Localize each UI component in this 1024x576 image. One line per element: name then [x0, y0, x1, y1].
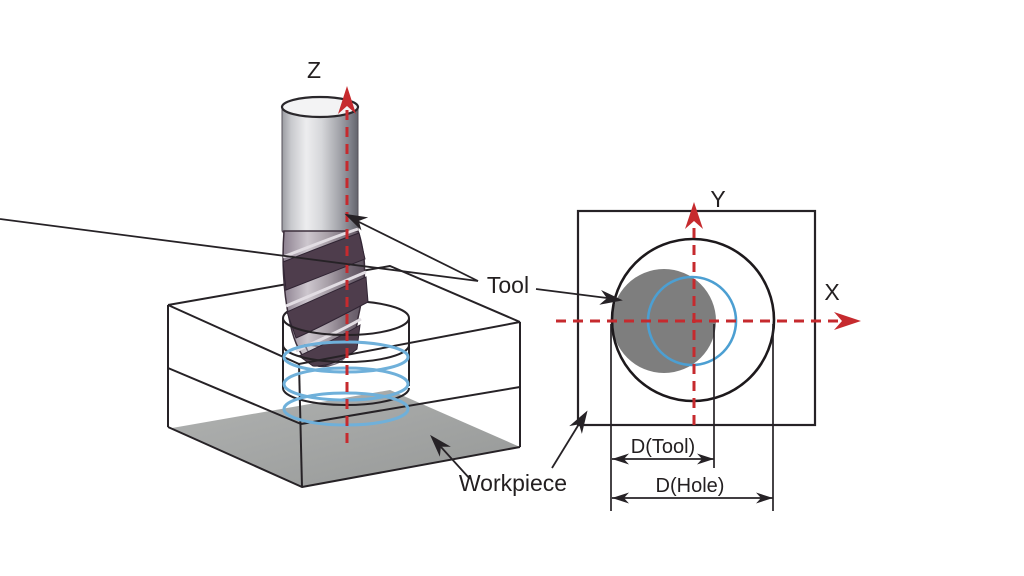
tool-leader-left-line [352, 218, 479, 282]
xy-axes [556, 202, 861, 427]
flute-band-2 [286, 276, 369, 339]
y-axis-arrowhead [685, 202, 703, 229]
workpiece-label: Workpiece [459, 470, 567, 496]
tool-leader-left [0, 218, 479, 282]
workpiece-box-wireframe [167, 265, 521, 488]
flute-highlight-1 [282, 227, 359, 259]
d-hole-dimension [612, 492, 773, 504]
tool-label: Tool [487, 272, 529, 298]
workpiece-leader-right-line [551, 423, 580, 469]
extension-lines [610, 324, 774, 511]
box-bottom-edges [167, 426, 521, 488]
end-mill-tool [280, 95, 369, 368]
hole-mid-arc [282, 344, 410, 363]
d-tool-arrowhead-right [697, 453, 714, 465]
d-tool-arrowhead-left [612, 453, 629, 465]
z-axis-label: Z [307, 57, 321, 83]
box-mid-depth-lines [167, 367, 521, 425]
d-hole-arrowhead-left [612, 492, 629, 504]
d-hole-arrowhead-right [756, 492, 773, 504]
tool-leader-right-line [535, 288, 608, 299]
z-axis-arrowhead [338, 86, 356, 114]
leader-lines [0, 213, 623, 480]
y-axis-label: Y [710, 186, 725, 212]
d-hole-label: D(Hole) [656, 475, 725, 497]
workpiece-leader-left-arrowhead [430, 434, 451, 457]
flute-highlight-2 [285, 270, 367, 308]
tool-leader-left-arrowhead [344, 213, 369, 231]
box-front-vertical-edge [298, 363, 303, 488]
x-axis-arrowhead [834, 312, 861, 330]
workpiece-leader-left-line [440, 446, 471, 480]
z-axis [338, 86, 356, 447]
box-back-top-edges [167, 265, 521, 323]
box-front-top-edges [167, 304, 521, 366]
workpiece-leader-right-arrowhead [569, 410, 588, 434]
x-axis-label: X [824, 279, 839, 305]
d-tool-label: D(Tool) [631, 436, 695, 458]
tool-leader-right-arrowhead [599, 290, 623, 305]
d-tool-dimension [612, 453, 714, 465]
